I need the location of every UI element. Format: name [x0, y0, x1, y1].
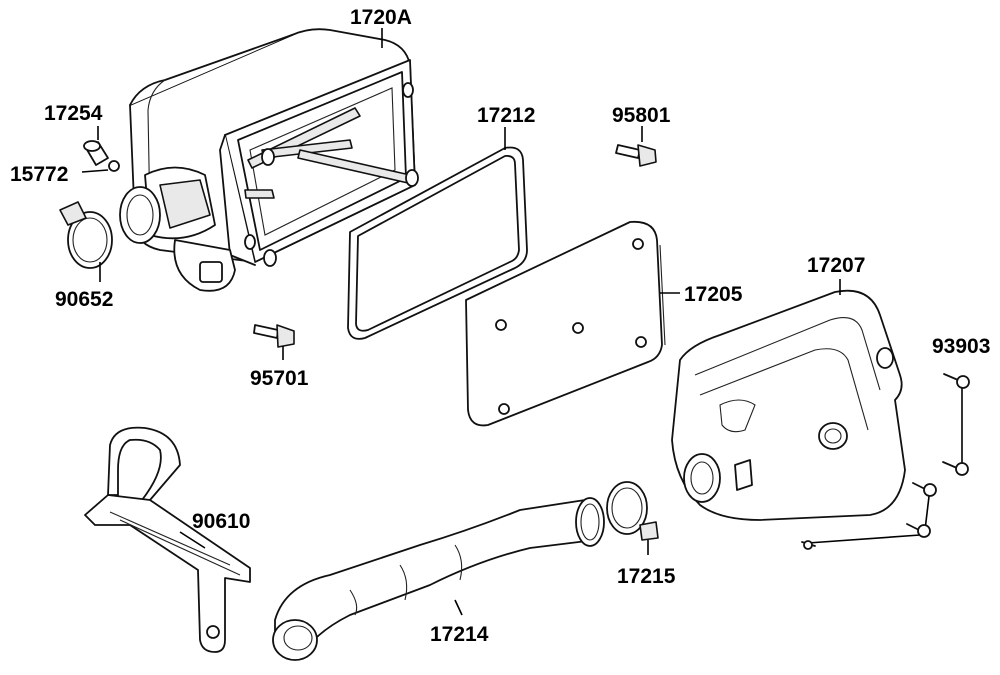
bolt-upper: [615, 144, 657, 167]
element-plate: [465, 220, 680, 427]
screw-4: [906, 523, 931, 538]
label-95701: 95701: [250, 367, 309, 390]
label-95801: 95801: [612, 104, 671, 127]
label-17212: 17212: [477, 104, 536, 127]
air-cleaner-case: [119, 28, 419, 292]
case-studs: [244, 82, 419, 267]
hose-clamp-lower: [606, 481, 659, 555]
screw-2: [942, 461, 969, 476]
label-17214: 17214: [430, 623, 489, 646]
label-90652: 90652: [55, 288, 114, 311]
hose-clamp-upper: [59, 201, 113, 282]
drain-plug: [81, 126, 120, 173]
bolt-lower: [253, 324, 295, 360]
screws: [801, 373, 970, 550]
screw-5: [801, 540, 816, 550]
screw-1: [943, 373, 970, 389]
duct-hose: [272, 497, 605, 661]
label-1720A: 1720A: [350, 6, 412, 29]
screw-3: [912, 482, 937, 497]
label-17205: 17205: [684, 283, 743, 306]
label-93903: 93903: [932, 335, 991, 358]
label-17215: 17215: [617, 565, 676, 588]
label-17254: 17254: [44, 102, 103, 125]
gasket: [347, 127, 528, 340]
bracket: [84, 426, 251, 653]
inlet-boot: [119, 166, 236, 292]
label-15772: 15772: [10, 163, 69, 186]
air-cleaner-cover: [671, 279, 906, 521]
label-90610: 90610: [192, 510, 251, 533]
label-17207: 17207: [807, 254, 866, 277]
